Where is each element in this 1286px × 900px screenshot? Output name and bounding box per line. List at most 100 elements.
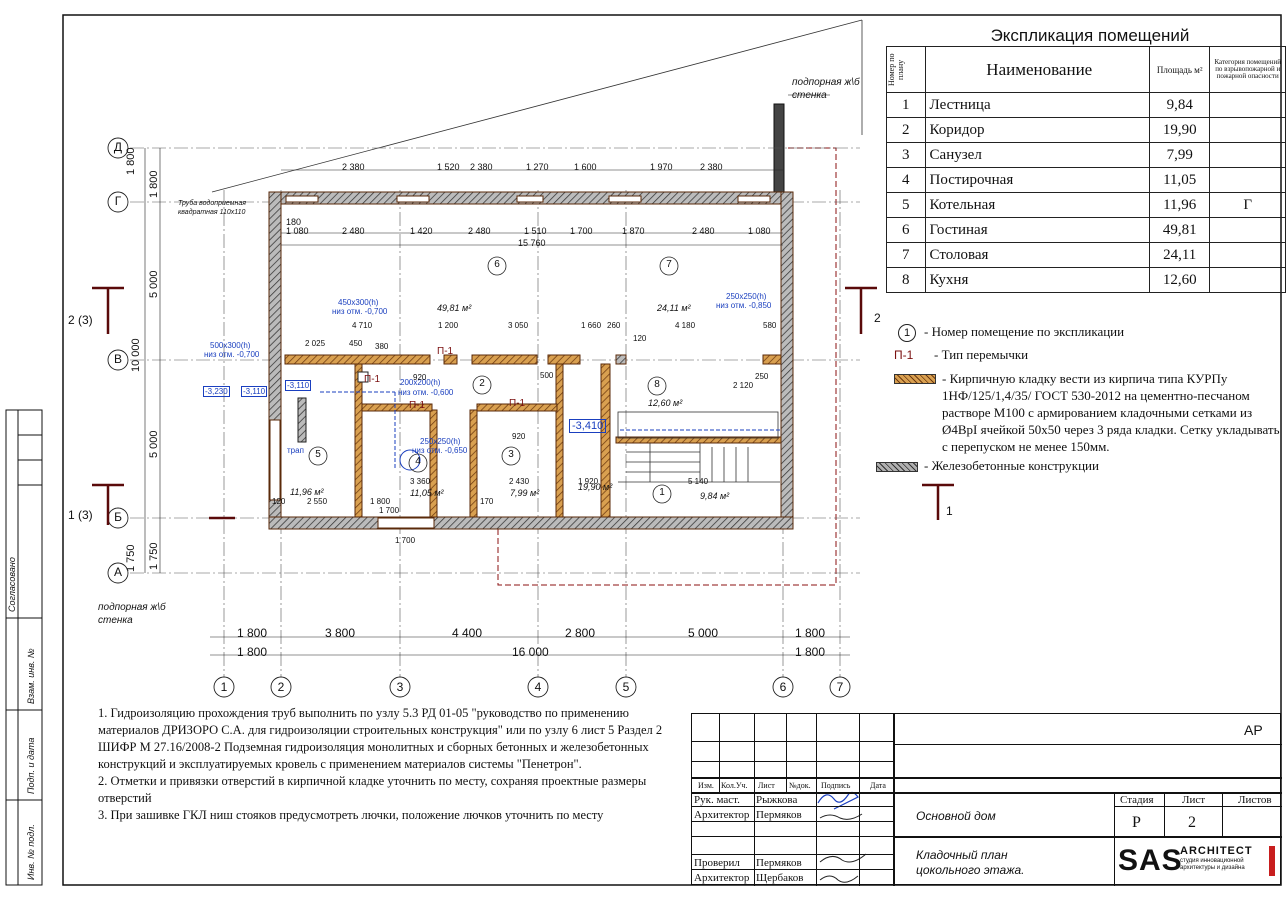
row-category [1209,242,1286,268]
room-1-number: 1 [659,487,665,498]
row-area: 24,11 [1148,242,1211,268]
opening-4-level: низ отм. -0,600 [398,388,454,397]
level-mark-1: -3,410 [569,419,607,433]
room-7-number: 7 [666,259,672,270]
pipes [320,391,780,471]
role-1: Рук. маст. [694,794,740,806]
room-markers [308,256,679,504]
room-3-area: 7,99 м² [510,488,540,498]
header-number: Номер по плану [887,53,905,86]
axis-label-6: 6 [779,680,787,694]
dim-misc-11: 2 120 [733,381,754,390]
dim-misc-23: 1 700 [395,536,416,545]
axis-label-b: Б [114,510,122,524]
row-area: 7,99 [1148,142,1211,168]
dim-misc-17: 2 550 [307,497,328,506]
dim-top-4: 1 270 [526,162,549,172]
row-area: 11,05 [1148,167,1211,193]
sheet-code: АР [1244,722,1263,738]
row-number: 7 [886,242,926,268]
signatures [819,813,867,883]
legend-room-number: 1- Номер помещение по экспликации [876,323,1281,342]
sheet-frame [62,14,1282,886]
stair [617,411,780,483]
exterior-walls [268,191,794,530]
lintel-label-1: П-1 [437,346,454,357]
room-7-area: 24,11 м² [657,303,691,313]
level-mark-3: -3,110 [241,386,268,397]
header-area: Площадь м² [1148,46,1211,93]
opening-3-size: 500х300(h) [210,341,251,350]
stage-label: Стадия [1120,794,1154,806]
dim-top-3: 2 380 [470,162,493,172]
section-label-2-3: 2 (3) [68,313,93,327]
room-4-area: 11,05 м² [410,488,444,498]
room-8-area: 12,60 м² [648,398,683,408]
opening-1-size: 450х300(h) [338,298,379,307]
dim-misc-3: 3 050 [508,321,529,330]
row-name: Столовая [924,242,1150,268]
dim-left-5: 5 000 [148,430,160,458]
dim-left-2: 1 800 [148,170,160,198]
room-number-symbol: 1 [898,324,916,342]
legend-brick-text: - Кирпичную кладку вести из кирпича типа… [942,371,1280,454]
row-area: 19,90 [1148,117,1211,143]
dim-top2-5: 2 480 [468,226,491,236]
dim-misc-13: 920 [413,373,427,382]
row-category: Г [1209,192,1286,218]
dim-top-5: 1 600 [574,162,597,172]
row-number: 4 [886,167,926,193]
person-1: Рыжкова [756,794,798,806]
row-name: Лестница [924,92,1150,118]
row-name: Котельная [924,192,1150,218]
dim-misc-2: 1 200 [438,321,459,330]
dim-misc-26: 170 [480,497,494,506]
row-number: 1 [886,92,926,118]
general-notes: 1. Гидроизоляцию прохождения труб выполн… [98,705,678,824]
dim-bottom-total-2: 16 000 [512,645,549,659]
axis-label-7: 7 [836,680,844,694]
explication-title: Экспликация помещений [990,26,1190,45]
opening-5-size: 250х250(h) [420,437,461,446]
logo-caption: студия инновационной архитектуры и дизай… [1180,858,1245,871]
dim-bottom-1: 1 800 [237,626,268,640]
header-category: Категория помещений по взрывопожарной и … [1209,46,1286,93]
sheet-title: Кладочный план цокольного этажа. [916,848,1025,877]
dim-misc-6: 2 025 [305,339,326,348]
dim-left-1: 1 800 [125,147,137,175]
axis-label-a: А [113,565,122,579]
dimension-lines [144,148,850,656]
dim-left-3: 5 000 [148,270,160,298]
axis-label-2: 2 [277,680,285,694]
title-block: АР Изм. Кол.Уч. Лист №док. Подпись Дата … [691,713,1282,886]
dim-top2-2: 1 080 [286,226,309,236]
note-2: 2. Отметки и привязки отверстий в кирпич… [98,774,647,805]
row-number: 2 [886,117,926,143]
dim-misc-1: 4 710 [352,321,373,330]
room-2-number: 2 [479,378,485,389]
dim-top-2: 1 520 [437,162,460,172]
dim-misc-9: 580 [763,321,777,330]
row-category [1209,117,1286,143]
note-3: 3. При зашивке ГКЛ ниш стояков предусмот… [98,808,604,822]
sheet-value: 2 [1188,814,1196,831]
support-wall-label-bottom: подпорная ж\б стенка [98,602,166,626]
room-5-area: 11,96 м² [290,487,324,497]
row-area: 49,81 [1148,217,1211,243]
dim-top-total: 15 760 [518,238,546,248]
dim-bottom-3: 4 400 [452,626,483,640]
opening-2-size: 250х250(h) [726,292,767,301]
col-izm: Изм. [698,781,714,790]
dim-misc-14: 920 [512,432,526,441]
row-name: Постирочная [924,167,1150,193]
level-mark-2: -3,230 [203,386,230,397]
dim-misc-20: 2 430 [509,477,530,486]
strip-replaced: Взам. инв. № [26,648,36,704]
room-2-area: 19,90 м² [578,482,613,492]
dim-misc-7: 450 [349,339,363,348]
project-name: Основной дом [916,809,996,823]
